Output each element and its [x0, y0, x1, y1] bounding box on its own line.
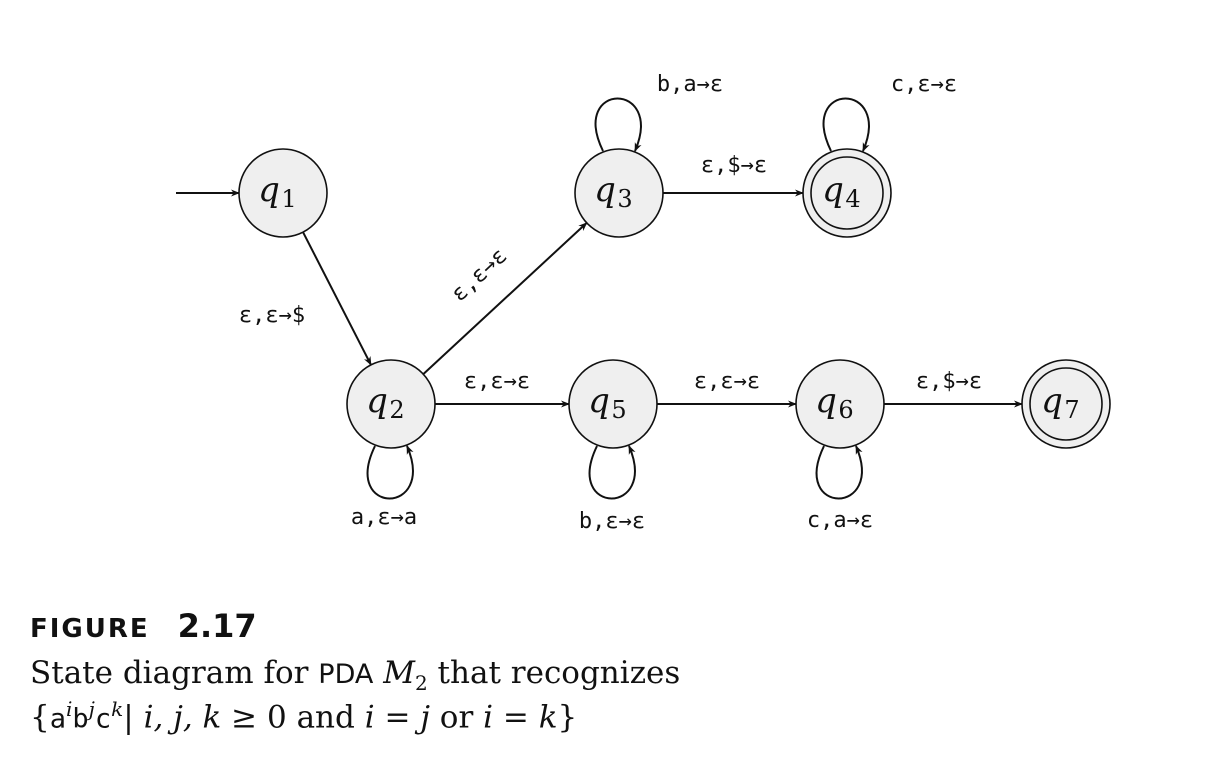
caption-pda: PDA [318, 659, 374, 690]
transition-q1-q2 [302, 231, 372, 366]
caption-line-1: State diagram for PDA M2 that recognizes [30, 655, 680, 695]
transition-loop-q2 [366, 445, 414, 500]
state-circle [568, 359, 658, 449]
transition-loop-q5 [588, 445, 636, 500]
transition-label: c,ε→ε [891, 72, 957, 97]
state-subscript: 1 [281, 185, 296, 213]
state-subscript: 6 [838, 396, 853, 424]
state-label: q [822, 170, 844, 210]
caption-cond-2: i = k [483, 699, 558, 736]
caption-sym-a: a [49, 703, 66, 735]
state-subscript: 2 [389, 396, 404, 424]
state-label: q [594, 170, 616, 210]
transition-label: ε,ε→ε [694, 369, 760, 394]
transition-label: a,ε→a [351, 505, 417, 530]
state-subscript: 7 [1064, 396, 1079, 424]
caption-or: or [429, 699, 484, 736]
state-subscript: 5 [611, 396, 626, 424]
transition-label: ε,ε→$ [239, 303, 305, 328]
caption-exp-j: j [88, 697, 95, 721]
state-label: q [258, 170, 280, 210]
caption-machine: M [383, 655, 415, 691]
transition-q2-q3 [422, 222, 588, 375]
transition-label: b,ε→ε [579, 509, 645, 534]
transition-label: ε,ε→ε [447, 244, 512, 307]
caption-text: State diagram for [30, 655, 319, 691]
state-subscript: 3 [617, 185, 632, 213]
caption-sym-c: c [94, 703, 112, 735]
transition-label: c,a→ε [807, 508, 873, 533]
state-circle [795, 359, 885, 449]
transition-label: ε,ε→ε [464, 369, 530, 394]
state-subscript: 4 [845, 185, 860, 213]
transition-label: b,a→ε [657, 72, 723, 97]
caption-brace-close: } [557, 699, 578, 736]
transition-loop-q6 [815, 445, 863, 500]
accept-ring [1029, 367, 1103, 441]
state-label: q [588, 381, 610, 421]
state-circle [574, 148, 664, 238]
caption-line-2: {aibjck| i, j, k ≥ 0 and i = j or i = k} [30, 697, 577, 735]
caption-sym-b: b [72, 703, 89, 735]
state-label: q [815, 381, 837, 421]
state-circle [802, 148, 892, 238]
transition-loop-q3 [594, 97, 642, 152]
state-circle [346, 359, 436, 449]
caption-geq: ≥ 0 and [221, 699, 365, 736]
caption-exp-k: k [111, 697, 124, 721]
figure-heading: FIGURE 2.17 [30, 606, 257, 646]
caption-brace-open: { [30, 699, 50, 736]
transition-label: ε,$→ε [916, 369, 982, 394]
caption-cond-1: i = j [364, 699, 430, 736]
caption-text-end: that recognizes [427, 655, 681, 691]
state-circle [1021, 359, 1111, 449]
caption-machine-sub: 2 [414, 671, 428, 696]
caption-vars: i, j, k [143, 699, 222, 736]
transition-label: ε,$→ε [701, 153, 767, 178]
accept-ring [810, 156, 884, 230]
state-circle [238, 148, 328, 238]
state-label: q [366, 381, 388, 421]
state-label: q [1041, 381, 1063, 421]
caption-exp-i: i [66, 697, 73, 721]
figure-number: 2.17 [177, 607, 257, 645]
figure-word: FIGURE [30, 614, 150, 644]
transition-loop-q4 [822, 97, 870, 152]
caption-bar: | [123, 699, 144, 736]
